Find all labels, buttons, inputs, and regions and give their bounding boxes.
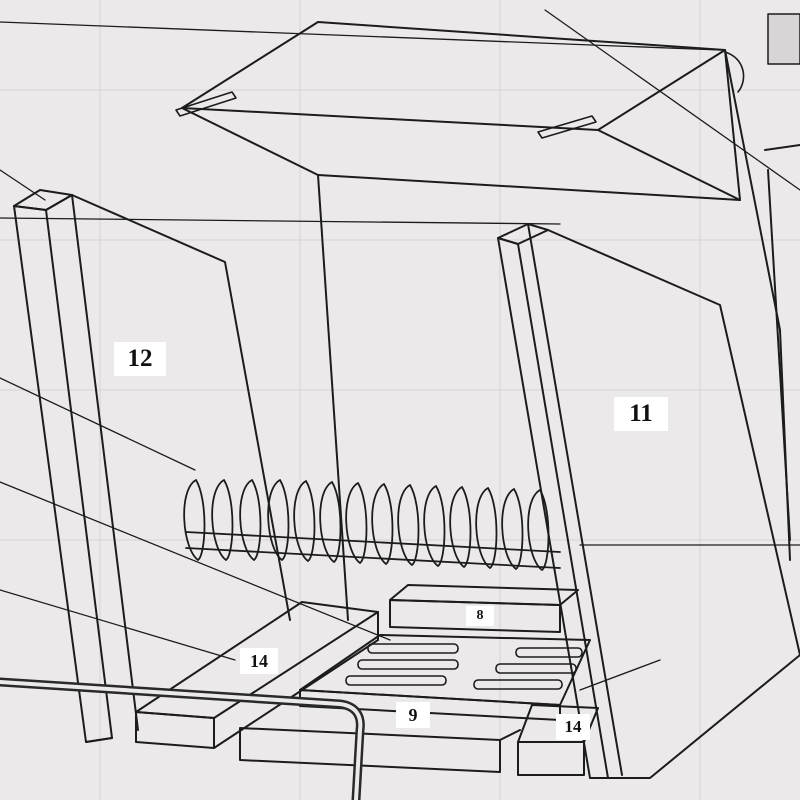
callout-11: 11 xyxy=(614,397,668,431)
callout-14-left: 14 xyxy=(240,648,278,674)
back-wall-fragment xyxy=(724,13,800,561)
log-support-left xyxy=(135,601,379,749)
side-panel-left xyxy=(13,189,291,743)
log-support-right xyxy=(517,704,599,776)
front-brick xyxy=(389,584,579,633)
callout-9: 9 xyxy=(396,702,430,728)
callout-14-right: 14 xyxy=(556,714,590,740)
callout-12: 12 xyxy=(114,342,166,376)
side-panel-right xyxy=(497,223,800,779)
grate-bars xyxy=(183,479,561,571)
frame-rod xyxy=(0,677,365,800)
base-slab xyxy=(239,727,521,773)
callout-8: 8 xyxy=(466,606,494,626)
